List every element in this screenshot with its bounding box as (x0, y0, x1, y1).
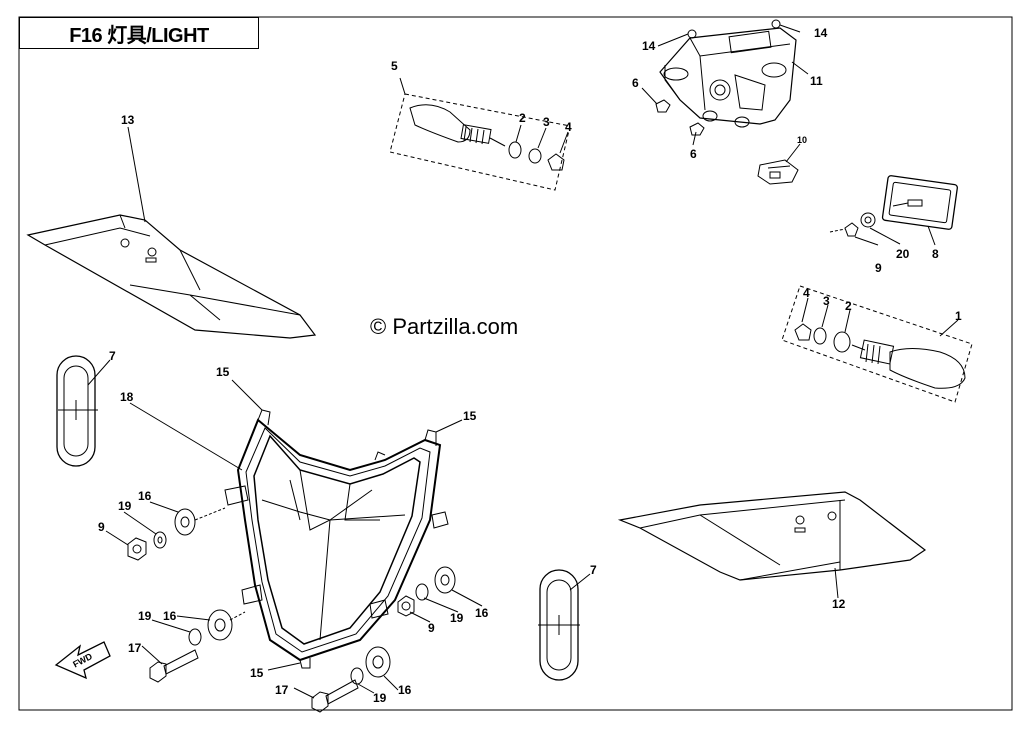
callout-11: 11 (810, 74, 823, 88)
callout-10: 10 (797, 135, 807, 145)
callout-14-left: 14 (642, 39, 656, 53)
washer-3-right (813, 327, 827, 345)
callout-8: 8 (932, 247, 939, 261)
nut-9-reflector (844, 222, 859, 237)
fasteners-upper-left (127, 507, 226, 561)
callout-1: 1 (955, 309, 962, 323)
callout-4-right: 4 (803, 286, 810, 300)
callout-7-right: 7 (590, 563, 597, 577)
callout-4-upper: 4 (565, 120, 572, 134)
watermark: © Partzilla.com (370, 314, 519, 339)
washer-19-d (350, 667, 364, 685)
washer-19-c (415, 583, 429, 601)
callout-16-d: 16 (398, 683, 412, 697)
grommet-16-b (207, 609, 233, 641)
callout-14-right: 14 (814, 26, 828, 40)
side-reflector-7-left (56, 355, 98, 467)
side-cover-12 (617, 491, 927, 581)
callout-19-d: 19 (373, 691, 387, 705)
bolt-17-a (149, 661, 167, 683)
callout-6-bottom: 6 (690, 147, 697, 161)
callout-15-top-left: 15 (216, 365, 230, 379)
washer-20 (860, 212, 876, 228)
nut-6-bottom (689, 122, 705, 136)
callout-12: 12 (832, 597, 846, 611)
callout-9-c: 9 (428, 621, 435, 635)
turn-signal-1 (781, 285, 973, 403)
callout-3-right: 3 (823, 294, 830, 308)
washer-19-b (188, 628, 202, 646)
fasteners-bottom (311, 646, 391, 713)
callout-7-left: 7 (109, 349, 116, 363)
side-reflector-7-right (538, 569, 580, 681)
nut-6-left (655, 99, 671, 113)
callout-20: 20 (896, 247, 910, 261)
nut-9-a (127, 537, 147, 561)
diagram-title: F16 灯具/LIGHT (69, 24, 209, 47)
diagram-title-box: F16 灯具/LIGHT (19, 17, 259, 49)
callout-15-top-right: 15 (463, 409, 477, 423)
nut-4-right (794, 323, 812, 341)
callout-9-reflector: 9 (875, 261, 882, 275)
grommet-16-d (365, 646, 391, 678)
callout-18: 18 (120, 390, 134, 404)
grommet-16-a (174, 508, 196, 536)
callout-3-upper: 3 (543, 115, 550, 129)
washer-3-upper (528, 148, 542, 164)
turn-signal-5 (389, 93, 571, 191)
bolt-17-b (311, 691, 329, 713)
callout-5: 5 (391, 59, 398, 73)
callout-19-b: 19 (138, 609, 152, 623)
diagram-frame (18, 16, 1013, 711)
nut-9-c (397, 595, 415, 617)
callout-17-b: 17 (275, 683, 289, 697)
nut-4-upper (547, 153, 565, 171)
screw-14-left (687, 29, 697, 39)
callout-2-upper: 2 (519, 111, 526, 125)
fasteners-right-middle (397, 566, 456, 617)
license-light-10 (757, 159, 799, 185)
fasteners-lower-left (149, 609, 246, 683)
washer-2-upper (508, 141, 522, 159)
screw-14-right (771, 19, 781, 29)
reflector-8 (829, 175, 958, 237)
callout-2-right: 2 (845, 299, 852, 313)
callout-16-b: 16 (163, 609, 177, 623)
fwd-arrow: FWD (54, 641, 111, 680)
callout-19-a: 19 (118, 499, 132, 513)
grommet-16-c (434, 566, 456, 594)
washer-2-right (833, 331, 851, 353)
callout-17-a: 17 (128, 641, 142, 655)
callout-6-left: 6 (632, 76, 639, 90)
callout-13: 13 (121, 113, 135, 127)
callout-15-bottom: 15 (250, 666, 264, 680)
callout-16-a: 16 (138, 489, 152, 503)
side-cover-13 (26, 214, 317, 339)
headlight-18 (224, 409, 449, 669)
callout-9-a: 9 (98, 520, 105, 534)
tail-light-assembly (655, 19, 797, 136)
callout-19-c: 19 (450, 611, 464, 625)
washer-19-a (153, 531, 167, 549)
callout-16-c: 16 (475, 606, 489, 620)
